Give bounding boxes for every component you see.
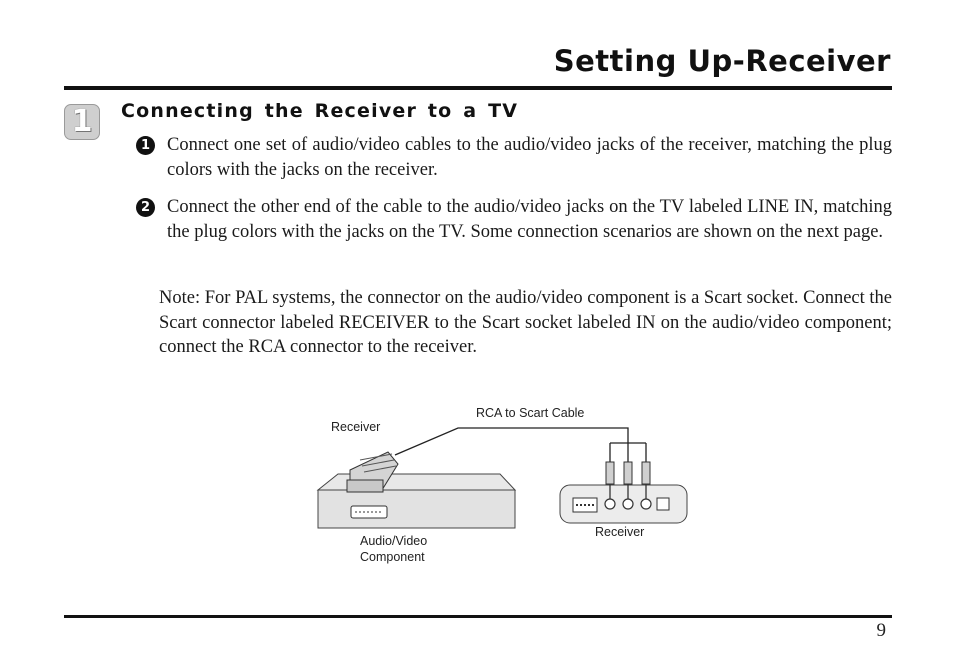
step-item-1: 1 Connect one set of audio/video cables …: [136, 133, 892, 182]
diagram-label-receiver-top: Receiver: [331, 420, 380, 434]
scart-plug-icon: [346, 451, 399, 493]
diagram-label-cable: RCA to Scart Cable: [476, 406, 584, 420]
step-text-1: Connect one set of audio/video cables to…: [167, 135, 892, 180]
step-bullet-1: 1: [136, 136, 155, 155]
step-number-badge: 1: [64, 104, 100, 140]
step-text-2: Connect the other end of the cable to th…: [167, 197, 892, 242]
footer-divider: [64, 615, 892, 618]
pal-note: Note: For PAL systems, the connector on …: [159, 288, 892, 357]
diagram-label-av-line2: Component: [360, 550, 425, 564]
section-heading: Connecting the Receiver to a TV: [121, 100, 519, 122]
receiver-icon: [559, 484, 688, 524]
header-divider: [64, 86, 892, 90]
rca-plugs-icon: [605, 461, 651, 499]
page-title: Setting Up-Receiver: [553, 44, 891, 78]
step-bullet-2: 2: [136, 198, 155, 217]
page-number: 9: [876, 620, 887, 641]
cable-line: [394, 427, 629, 456]
diagram-label-av-line1: Audio/Video: [360, 534, 427, 548]
step-item-2: 2 Connect the other end of the cable to …: [136, 195, 892, 244]
diagram-label-receiver-bottom: Receiver: [595, 525, 644, 539]
connection-diagram: Receiver RCA to Scart Cable Audio/Video …: [316, 406, 688, 564]
